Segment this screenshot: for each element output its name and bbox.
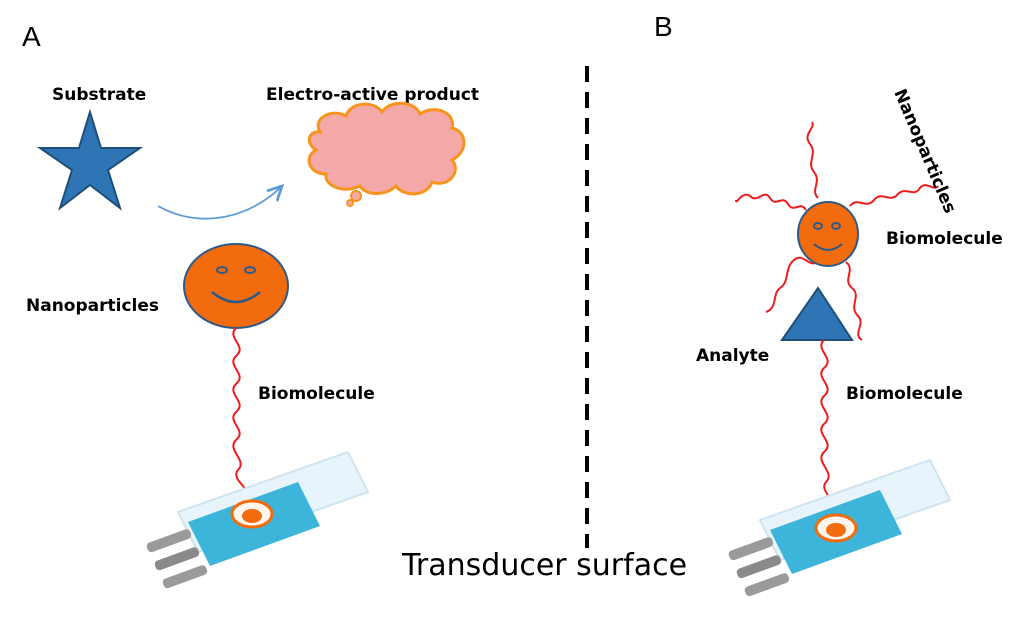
nanoparticle-wires-right (735, 121, 939, 341)
electrode-spot-left (230, 499, 274, 529)
biomolecule-label-right-bottom: Biomolecule (846, 384, 963, 404)
smiley-nanoparticle-right-icon (797, 201, 859, 267)
electrode-spot-right (814, 513, 858, 543)
smiley-nanoparticle-icon (183, 243, 289, 329)
biomolecule-wire-left (232, 327, 250, 501)
transducer-surface-label: Transducer surface (401, 548, 687, 583)
nanoparticles-label-right: Nanoparticles (889, 86, 959, 216)
analyte-label: Analyte (696, 346, 769, 366)
panel-label-b: B (654, 11, 673, 42)
substrate-label: Substrate (52, 85, 146, 105)
nanoparticles-label-left: Nanoparticles (26, 296, 159, 316)
panel-label-a: A (22, 21, 41, 52)
star-icon (36, 108, 144, 211)
biomolecule-wire-right (820, 339, 835, 517)
triangle-analyte-icon (780, 286, 854, 341)
biomolecule-label-left: Biomolecule (258, 384, 375, 404)
cloud-icon (307, 101, 466, 207)
curved-arrow-icon (157, 186, 282, 220)
product-label: Electro-active product (266, 85, 479, 105)
biomolecule-label-right-top: Biomolecule (886, 229, 1003, 249)
